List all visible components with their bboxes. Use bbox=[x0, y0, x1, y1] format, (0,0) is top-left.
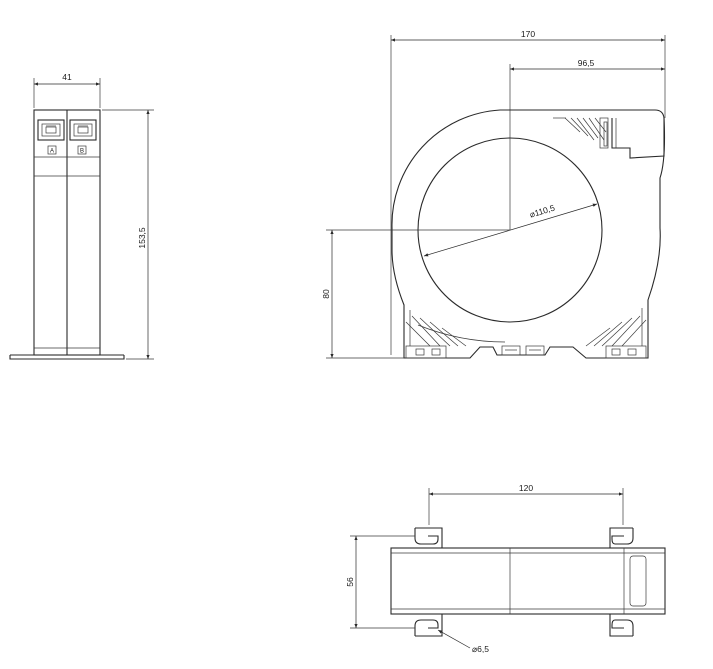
dim-side-width: 41 bbox=[62, 72, 72, 82]
top-left-clip bbox=[414, 527, 443, 548]
port-b-label: B bbox=[80, 149, 84, 155]
dim-front-width: 170 bbox=[521, 29, 535, 39]
dim-hole-diameter: ⌀6,5 bbox=[472, 644, 489, 654]
bottom-right-clip bbox=[609, 614, 634, 637]
rj45-port-a-icon bbox=[37, 119, 65, 141]
dim-front-lower-height: 80 bbox=[321, 289, 331, 299]
port-a-label: A bbox=[50, 149, 54, 155]
bottom-left-clip bbox=[414, 614, 443, 637]
front-view: 170 96,5 ⌀110,5 bbox=[321, 29, 666, 359]
rj45-port-b-icon bbox=[69, 119, 97, 141]
side-view: 41 A B 153,5 bbox=[9, 72, 154, 360]
dim-front-offset: 96,5 bbox=[578, 58, 595, 68]
left-foot bbox=[405, 310, 467, 359]
dim-bottom-width: 56 bbox=[345, 577, 355, 587]
bottom-view: 120 56 ⌀6,5 bbox=[345, 483, 666, 654]
right-foot bbox=[585, 308, 647, 359]
top-right-clip bbox=[609, 527, 634, 548]
dim-bottom-length: 120 bbox=[519, 483, 533, 493]
dim-side-height: 153,5 bbox=[137, 227, 147, 249]
dim-inner-diameter: ⌀110,5 bbox=[528, 203, 556, 220]
